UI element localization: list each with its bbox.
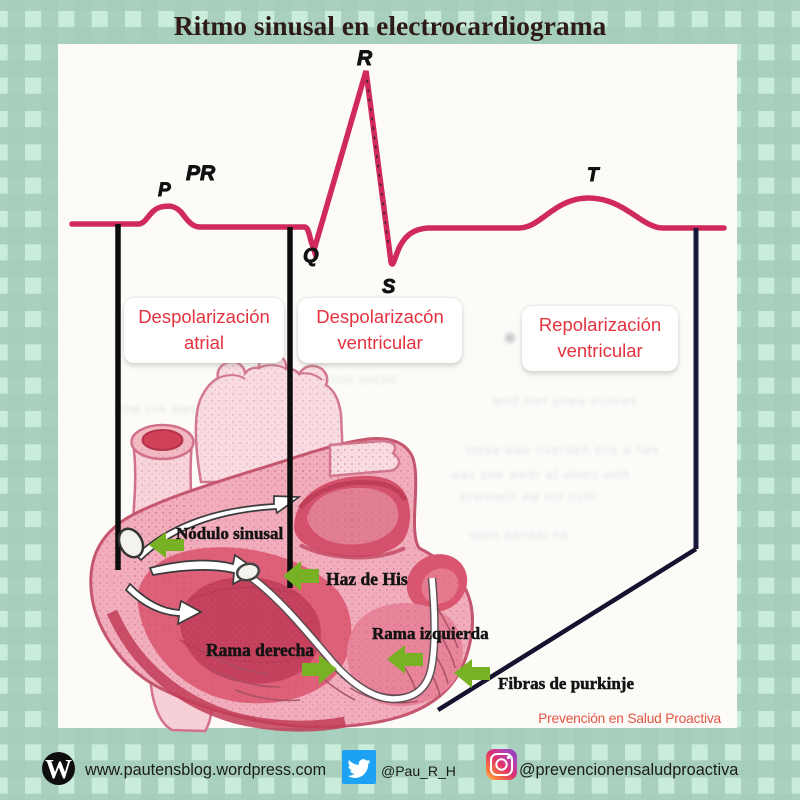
- svg-text:erwsnelr aw ms nshr: erwsnelr aw ms nshr: [460, 489, 598, 504]
- svg-text:wsm aensel ne: wsm aensel ne: [469, 527, 570, 542]
- svg-text:smsa wae nverden ece a nek: smsa wae nverden ece a nek: [465, 442, 660, 457]
- svg-text:W: W: [45, 754, 72, 784]
- svg-text:eas sne wedr al anms wnh: eas sne wedr al anms wnh: [452, 467, 630, 482]
- svg-text:wnd met pnea ecnves: wnd met pnea ecnves: [491, 393, 637, 408]
